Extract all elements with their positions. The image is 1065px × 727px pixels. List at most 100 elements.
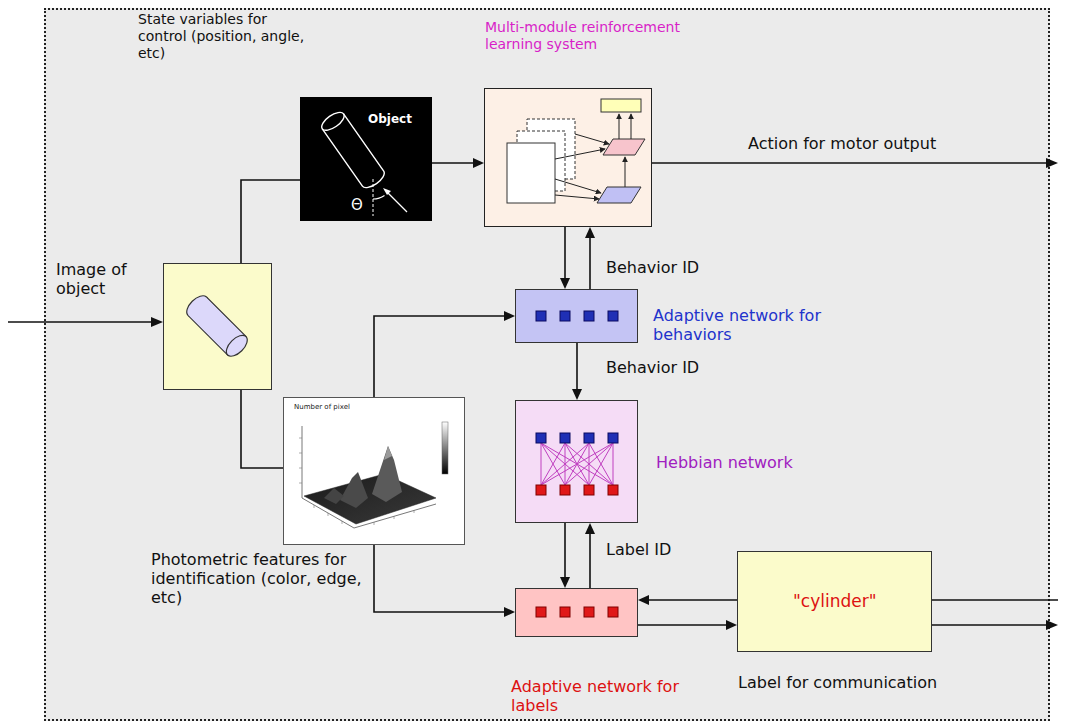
object-label: Object: [368, 112, 412, 126]
drawing-part: [414, 510, 415, 513]
connector: [638, 620, 737, 630]
connector: [241, 180, 300, 263]
drawing-part: [299, 453, 302, 454]
connector: [560, 227, 570, 289]
drawing-part: [608, 607, 618, 617]
connector-line: [241, 180, 300, 263]
drawing-part: [608, 311, 618, 321]
box-caption: Label for communication: [738, 673, 937, 692]
input-wire: [8, 321, 152, 323]
connector-line: [576, 343, 578, 389]
output-wire: [932, 624, 1047, 626]
drawing-part: [584, 433, 594, 443]
connector: [585, 227, 595, 289]
drawing-part: [575, 134, 609, 144]
drawing-part: [560, 485, 570, 495]
box-heading: Multi-module reinforcement learning syst…: [485, 19, 730, 53]
output-label: Action for motor output: [748, 134, 936, 153]
drawing-part: [541, 443, 589, 485]
drawing-part: [555, 179, 601, 193]
arrow-head: [1046, 158, 1058, 168]
arrow-head: [1046, 620, 1058, 630]
cylinder-picture: [164, 264, 271, 389]
connector: [560, 523, 570, 588]
connector-line: [432, 162, 473, 164]
drawing-part: [383, 188, 391, 195]
drawing-part: [342, 521, 343, 524]
drawing-part: [536, 607, 546, 617]
edge-label: Behavior ID: [606, 258, 699, 277]
drawing-part: [183, 292, 251, 360]
drawing-part: [584, 485, 594, 495]
arrow-head: [726, 620, 737, 630]
connector-line: [649, 599, 737, 601]
drawing-part: [555, 149, 605, 159]
drawing-part: [541, 443, 565, 485]
connector-line: [374, 316, 504, 397]
drawing-part: [584, 311, 594, 321]
drawing-part: [555, 195, 599, 199]
drawing-part: [631, 114, 632, 139]
angle-symbol: Θ: [351, 196, 363, 214]
drawing-part: [603, 139, 645, 155]
arrow-head: [473, 158, 484, 168]
image-box: Image of object: [163, 263, 272, 390]
state-variable-panel: State variables for control (position, a…: [300, 97, 432, 221]
connector: [585, 523, 595, 588]
drawing-part: [584, 607, 594, 617]
drawing-part: [536, 485, 546, 495]
label-box: "cylinder"Label for communication: [737, 551, 932, 652]
drawing-part: [541, 443, 542, 485]
panel-heading: State variables for control (position, a…: [138, 11, 313, 62]
drawing-part: [541, 443, 565, 485]
edge-label: Label ID: [606, 540, 671, 559]
drawing-part: [536, 433, 546, 443]
arrow-head: [504, 607, 515, 617]
connector-line: [564, 523, 566, 577]
drawing-part: [541, 443, 613, 485]
drawing-part: [601, 99, 641, 112]
drawing-part: [541, 443, 589, 485]
edge-label: Behavior ID: [606, 358, 699, 377]
rl-system-box: Multi-module reinforcement learning syst…: [484, 88, 652, 227]
drawing-part: [373, 179, 374, 216]
network-title: Adaptive network for labels: [511, 677, 686, 715]
drawing-part: [374, 522, 375, 525]
connector-line: [564, 227, 566, 278]
word-label: "cylinder": [793, 591, 877, 611]
connector: [638, 595, 737, 605]
connector: [374, 311, 515, 397]
arrow-head: [638, 595, 649, 605]
connector-line: [241, 390, 283, 468]
network-title: Hebbian network: [656, 453, 793, 472]
drawing-part: [324, 488, 344, 504]
drawing-part: [299, 468, 302, 469]
connector-line: [589, 534, 591, 588]
arrow-head: [572, 389, 582, 400]
drawing-part: [387, 192, 407, 212]
drawing-part: [299, 483, 302, 484]
histogram-plot: [284, 398, 464, 544]
connector: [241, 390, 283, 468]
drawing-part: [560, 433, 570, 443]
drawing-part: [373, 195, 385, 199]
network-title: Adaptive network for behaviors: [653, 306, 828, 344]
module-stack-picture: [485, 89, 651, 226]
drawing-part: [442, 422, 448, 474]
drawing-part: [299, 438, 302, 439]
drawing-part: [302, 426, 303, 498]
arrow-head: [151, 317, 163, 327]
drawing-part: [314, 505, 315, 508]
drawing-part: [560, 607, 570, 617]
drawing-part: [507, 143, 555, 203]
drawing-part: [589, 443, 613, 485]
drawing-part: [597, 187, 641, 203]
hebbian-box: Hebbian network: [515, 400, 638, 523]
drawing-part: [625, 157, 626, 187]
unit-row-picture: [516, 589, 637, 636]
output-wire: [652, 162, 1047, 164]
drawing-part: [613, 443, 614, 485]
input-wire: [932, 599, 1058, 601]
connector-line: [589, 238, 591, 289]
